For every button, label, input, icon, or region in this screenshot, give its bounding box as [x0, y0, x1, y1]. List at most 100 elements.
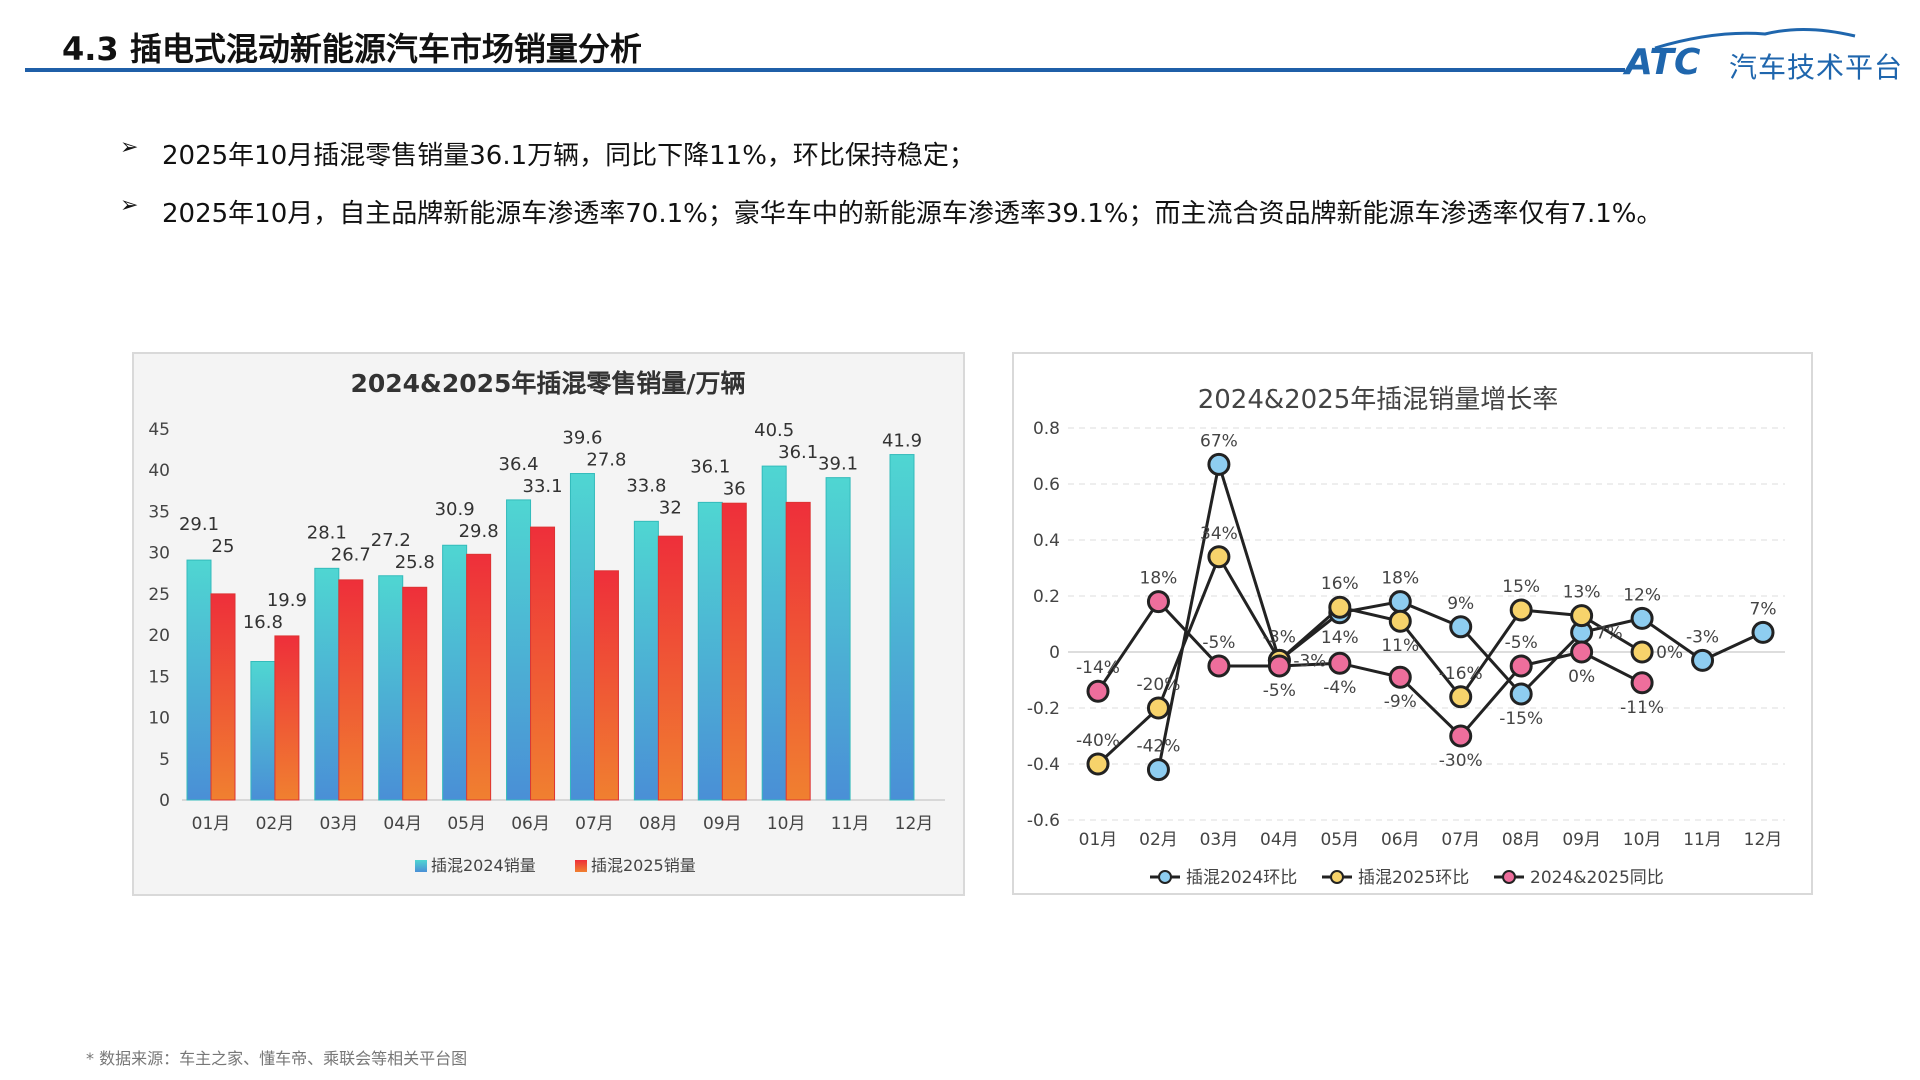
x-tick-label: 09月 — [1562, 830, 1601, 850]
bar-2025 — [785, 501, 811, 801]
data-point — [1146, 590, 1170, 614]
bar-2024 — [186, 559, 212, 801]
legend-label: 插混2024环比 — [1186, 868, 1297, 888]
bar-2025 — [657, 535, 683, 801]
data-point — [1388, 590, 1412, 614]
legend-label: 插混2025销量 — [591, 856, 696, 875]
bar-chart-title: 2024&2025年插混零售销量/万辆 — [350, 369, 745, 398]
x-tick-label: 08月 — [639, 814, 678, 834]
legend-marker — [1158, 870, 1172, 884]
data-point — [1267, 654, 1291, 678]
y-tick-label: 10 — [148, 709, 170, 729]
data-label: 11% — [1381, 636, 1419, 656]
data-point — [1388, 609, 1412, 633]
bullet-item: ➢ 2025年10月插混零售销量36.1万辆，同比下降11%，环比保持稳定； — [120, 135, 975, 172]
atc-logo: ATC 汽车技术平台 — [1625, 22, 1917, 84]
bar-2024 — [825, 477, 851, 801]
data-point — [1630, 671, 1654, 695]
x-tick-label: 09月 — [703, 814, 742, 834]
arrow-bullet-icon: ➢ — [120, 193, 139, 218]
x-tick-label: 03月 — [319, 814, 358, 834]
data-label: 36.1 — [690, 456, 730, 477]
y-tick-label: 30 — [148, 544, 170, 564]
data-point — [1630, 640, 1654, 664]
data-label: 41.9 — [882, 431, 922, 452]
data-label: 19.9 — [267, 590, 307, 611]
data-label: 33.8 — [626, 475, 666, 496]
data-label: -14% — [1076, 658, 1120, 678]
data-point — [1509, 598, 1533, 622]
bullet-item: ➢ 2025年10月，自主品牌新能源车渗透率70.1%；豪华车中的新能源车渗透率… — [120, 193, 1663, 230]
data-label: 36 — [723, 478, 746, 499]
data-label: -11% — [1620, 698, 1664, 718]
data-label: 14% — [1321, 628, 1359, 648]
data-point — [1086, 679, 1110, 703]
series-line — [1096, 599, 1643, 739]
x-tick-label: 08月 — [1502, 830, 1541, 850]
footnote: * 数据来源：车主之家、懂车帝、乘联会等相关平台图 — [86, 1049, 468, 1068]
data-label: -4% — [1323, 678, 1356, 698]
data-point — [1207, 545, 1231, 569]
data-label: -15% — [1499, 709, 1543, 729]
data-point — [1570, 604, 1594, 628]
x-tick-label: 01月 — [192, 814, 231, 834]
x-tick-label: 05月 — [1320, 830, 1359, 850]
data-label: 16.8 — [243, 612, 283, 633]
data-label: 12% — [1623, 585, 1661, 605]
data-label: 36.1 — [778, 442, 818, 463]
data-point — [1146, 696, 1170, 720]
bar-2025 — [593, 570, 619, 801]
data-point — [1449, 724, 1473, 748]
bullet-text: 2025年10月，自主品牌新能源车渗透率70.1%；豪华车中的新能源车渗透率39… — [162, 199, 1663, 229]
data-point — [1328, 595, 1352, 619]
y-tick-label: 5 — [159, 750, 170, 770]
car-silhouette-icon — [1654, 28, 1856, 50]
legend-marker — [1330, 870, 1344, 884]
data-label: 0% — [1656, 643, 1683, 663]
data-label: 18% — [1140, 569, 1178, 589]
legend-label: 插混2025环比 — [1358, 868, 1469, 888]
x-tick-label: 11月 — [1683, 830, 1722, 850]
x-tick-label: 06月 — [1381, 830, 1420, 850]
bar-2024 — [889, 454, 915, 801]
bar-2025 — [530, 526, 556, 801]
x-tick-label: 12月 — [895, 814, 934, 834]
y-tick-label: 0.2 — [1033, 587, 1060, 607]
data-label: -5% — [1263, 681, 1296, 701]
x-tick-label: 05月 — [447, 814, 486, 834]
x-tick-label: 12月 — [1744, 830, 1783, 850]
bar-2024 — [633, 520, 659, 801]
data-label: 9% — [1447, 594, 1474, 614]
y-tick-label: 0 — [159, 791, 170, 811]
bar-2025 — [721, 502, 747, 801]
data-point — [1630, 606, 1654, 630]
y-tick-label: 0.4 — [1033, 531, 1060, 551]
data-point — [1449, 685, 1473, 709]
line-chart-title: 2024&2025年插混销量增长率 — [1198, 385, 1559, 415]
data-label: -3% — [1686, 627, 1719, 647]
data-label: 15% — [1502, 577, 1540, 597]
y-tick-label: 35 — [148, 502, 170, 522]
x-tick-label: 07月 — [575, 814, 614, 834]
data-label: 28.1 — [307, 522, 347, 543]
y-tick-label: 25 — [148, 585, 170, 605]
data-point — [1509, 654, 1533, 678]
data-label: 13% — [1563, 583, 1601, 603]
bar-2025 — [338, 579, 364, 801]
y-tick-label: 15 — [148, 667, 170, 687]
y-tick-label: 0 — [1049, 643, 1060, 663]
y-tick-label: -0.4 — [1027, 755, 1060, 775]
bullet-text: 2025年10月插混零售销量36.1万辆，同比下降11%，环比保持稳定； — [162, 141, 975, 171]
data-label: -30% — [1439, 751, 1483, 771]
x-tick-label: 07月 — [1441, 830, 1480, 850]
x-tick-label: 02月 — [256, 814, 295, 834]
data-label: -3% — [1263, 627, 1296, 647]
data-label: 33.1 — [523, 476, 563, 497]
x-tick-label: 06月 — [511, 814, 550, 834]
data-label: 36.4 — [499, 454, 539, 475]
data-label: 25.8 — [395, 552, 435, 573]
data-label: 32 — [659, 497, 682, 518]
data-label: 0% — [1568, 667, 1595, 687]
data-point — [1207, 452, 1231, 476]
data-label: 16% — [1321, 574, 1359, 594]
